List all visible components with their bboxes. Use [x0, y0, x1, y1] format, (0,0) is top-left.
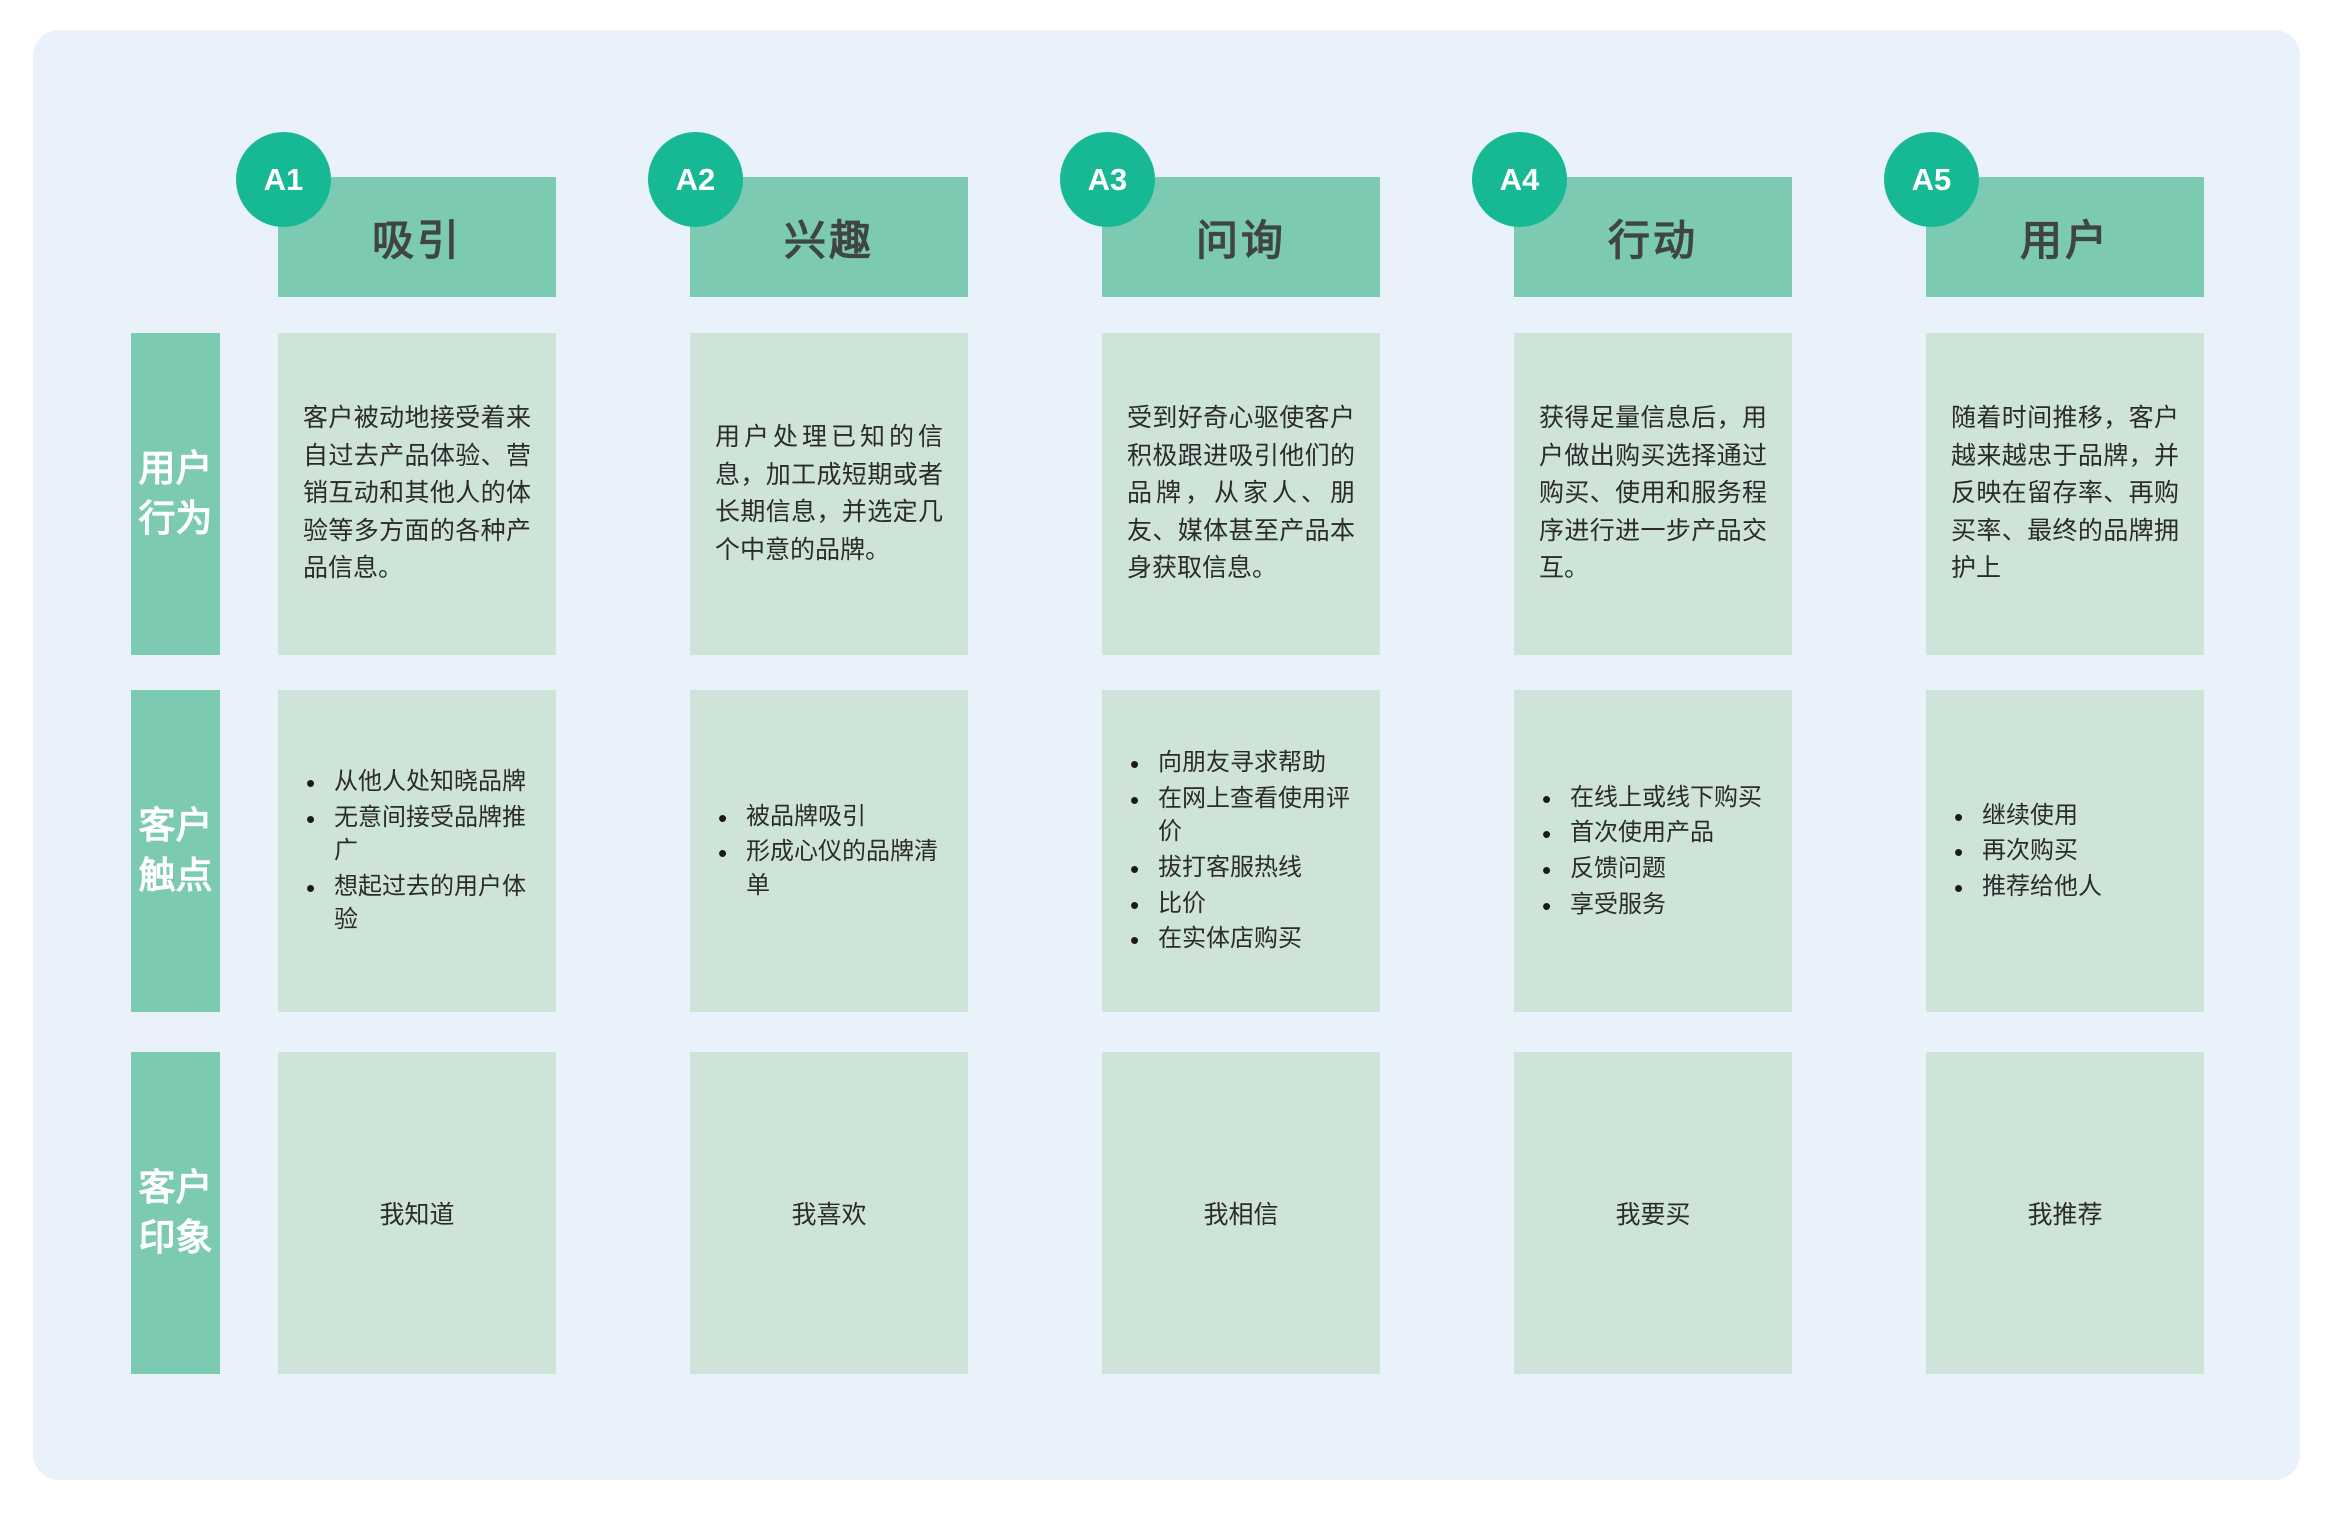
impression-text: 我要买: [1615, 1201, 1691, 1229]
touchpoint-item: 拔打客服热线: [1128, 851, 1372, 887]
impression-cell-advocate: 我推荐: [1926, 1052, 2204, 1374]
behavior-text: 客户被动地接受着来自过去产品体验、营销互动和其他人的体验等多方面的各种产品信息。: [303, 404, 531, 583]
touchpoint-item: 反馈问题: [1540, 852, 1762, 888]
stage-header-ask: A3 问询: [1060, 132, 1380, 297]
impression-text: 我相信: [1203, 1201, 1279, 1229]
behavior-text: 获得足量信息后，用户做出购买选择通过购买、使用和服务程序进行进一步产品交互。: [1539, 404, 1767, 583]
behavior-cell-attract: 客户被动地接受着来自过去产品体验、营销互动和其他人的体验等多方面的各种产品信息。: [278, 333, 556, 655]
impression-text: 我知道: [379, 1201, 455, 1229]
stage-badge-a5: A5: [1884, 132, 1979, 227]
row-header-line: 客户: [138, 1167, 213, 1209]
touchpoint-item: 在网上查看使用评价: [1128, 782, 1372, 849]
touchpoint-item: 形成心仪的品牌清单: [716, 835, 960, 902]
touchpoint-item: 享受服务: [1540, 888, 1762, 924]
row-header-line: 行为: [138, 498, 213, 539]
touchpoint-item: 再次购买: [1952, 834, 2102, 870]
stage-header-advocate: A5 用户: [1884, 132, 2204, 297]
stage-header-interest: A2 兴趣: [648, 132, 968, 297]
behavior-cell-advocate: 随着时间推移，客户越来越忠于品牌，并反映在留存率、再购买率、最终的品牌拥护上: [1926, 333, 2204, 655]
stage-badge-a1: A1: [236, 132, 331, 227]
row-header-touchpoints: 客户触点: [131, 690, 220, 1012]
touchpoint-item: 向朋友寻求帮助: [1128, 746, 1372, 782]
stage-badge-a3: A3: [1060, 132, 1155, 227]
stage-badge-a4: A4: [1472, 132, 1567, 227]
behavior-cell-interest: 用户处理已知的信息，加工成短期或者长期信息，并选定几个中意的品牌。: [690, 333, 968, 655]
touchpoint-cell-advocate: 继续使用 再次购买 推荐给他人: [1926, 690, 2204, 1012]
behavior-text: 用户处理已知的信息，加工成短期或者长期信息，并选定几个中意的品牌。: [715, 423, 943, 564]
touchpoint-item: 比价: [1128, 887, 1372, 923]
stage-title: 用户: [2019, 216, 2110, 264]
row-header-impression: 客户印象: [131, 1052, 220, 1374]
impression-text: 我推荐: [2027, 1201, 2103, 1229]
touchpoint-cell-act: 在线上或线下购买 首次使用产品 反馈问题 享受服务: [1514, 690, 1792, 1012]
row-header-line: 用户: [138, 448, 213, 490]
touchpoint-item: 想起过去的用户体验: [304, 870, 548, 937]
touchpoint-cell-interest: 被品牌吸引 形成心仪的品牌清单: [690, 690, 968, 1012]
impression-cell-attract: 我知道: [278, 1052, 556, 1374]
impression-text: 我喜欢: [791, 1201, 867, 1229]
behavior-text: 受到好奇心驱使客户积极跟进吸引他们的品牌，从家人、朋友、媒体甚至产品本身获取信息…: [1127, 404, 1355, 583]
touchpoint-cell-attract: 从他人处知晓品牌 无意间接受品牌推广 想起过去的用户体验: [278, 690, 556, 1012]
touchpoint-item: 从他人处知晓品牌: [304, 765, 548, 801]
stage-title: 行动: [1607, 216, 1698, 264]
stage-title: 兴趣: [783, 216, 874, 264]
touchpoint-item: 继续使用: [1952, 799, 2102, 835]
touchpoint-item: 无意间接受品牌推广: [304, 801, 548, 868]
touchpoint-cell-ask: 向朋友寻求帮助 在网上查看使用评价 拔打客服热线 比价 在实体店购买: [1102, 690, 1380, 1012]
behavior-cell-ask: 受到好奇心驱使客户积极跟进吸引他们的品牌，从家人、朋友、媒体甚至产品本身获取信息…: [1102, 333, 1380, 655]
touchpoint-item: 在线上或线下购买: [1540, 781, 1762, 817]
touchpoint-item: 被品牌吸引: [716, 800, 960, 836]
row-header-user-behavior: 用户行为: [131, 333, 220, 655]
impression-cell-interest: 我喜欢: [690, 1052, 968, 1374]
stage-title: 问询: [1195, 216, 1286, 264]
row-header-line: 触点: [138, 855, 213, 896]
touchpoint-item: 推荐给他人: [1952, 870, 2102, 906]
impression-cell-ask: 我相信: [1102, 1052, 1380, 1374]
touchpoint-item: 在实体店购买: [1128, 922, 1372, 958]
stage-header-act: A4 行动: [1472, 132, 1792, 297]
row-header-line: 客户: [138, 805, 213, 847]
touchpoint-item: 首次使用产品: [1540, 816, 1762, 852]
row-header-line: 印象: [138, 1217, 213, 1258]
stage-header-attract: A1 吸引: [236, 132, 556, 297]
behavior-cell-act: 获得足量信息后，用户做出购买选择通过购买、使用和服务程序进行进一步产品交互。: [1514, 333, 1792, 655]
stage-title: 吸引: [371, 216, 462, 264]
stage-badge-a2: A2: [648, 132, 743, 227]
behavior-text: 随着时间推移，客户越来越忠于品牌，并反映在留存率、再购买率、最终的品牌拥护上: [1951, 404, 2179, 583]
impression-cell-act: 我要买: [1514, 1052, 1792, 1374]
